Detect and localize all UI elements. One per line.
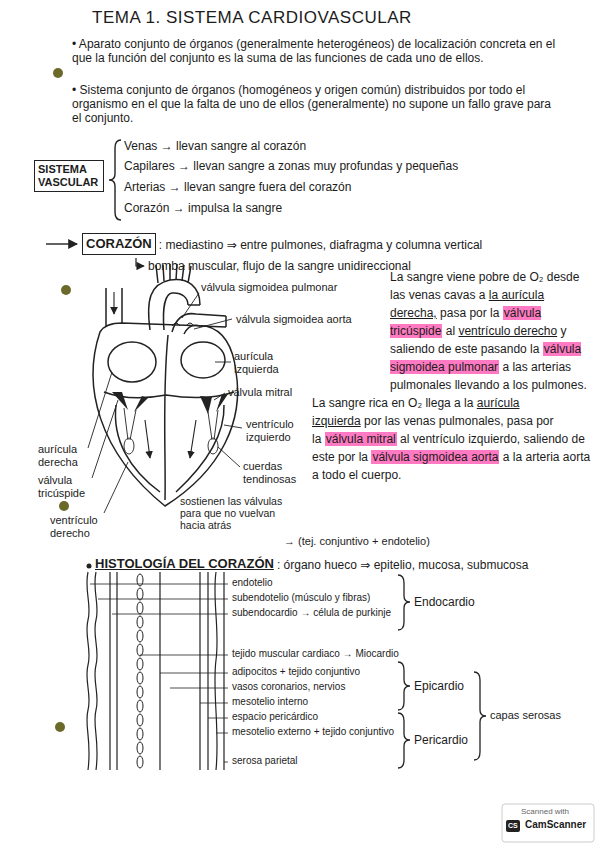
layer-label: adipocitos + tejido conjuntivo bbox=[232, 666, 397, 678]
brace bbox=[398, 575, 486, 768]
highlighted-text: válvula sigmoidea aorta bbox=[371, 450, 499, 464]
boxed-term: SISTEMA VASCULAR bbox=[34, 160, 104, 192]
paragraph-segment: al bbox=[446, 324, 455, 338]
part-label: sostienen las válvulas para que no vuelv… bbox=[180, 495, 288, 531]
layer-label: serosa parietal bbox=[232, 755, 397, 767]
layer-label: vasos coronarios, nervios bbox=[232, 681, 397, 693]
heart-drawing bbox=[93, 264, 237, 506]
part-label: válvula sigmoidea aorta bbox=[236, 313, 352, 326]
list-item: Capilares → llevan sangre a zonas muy pr… bbox=[124, 159, 458, 173]
layer-label: mesotelio externo + tejido conjuntivo bbox=[232, 726, 397, 738]
paragraph-segment: La sangre viene pobre de O₂ desde las ve… bbox=[390, 270, 579, 302]
paragraph: La sangre viene pobre de O₂ desde las ve… bbox=[312, 268, 592, 484]
watermark-frame bbox=[502, 804, 594, 842]
part-label: ventrículo izquierdo bbox=[246, 418, 304, 444]
part-label: válvula sigmoidea pulmonar bbox=[201, 281, 337, 294]
arrow bbox=[46, 243, 77, 244]
arrow bbox=[136, 258, 144, 266]
note-text: : mediastino ⇒ entre pulmones, diafragma… bbox=[159, 238, 483, 252]
wrap-spacer bbox=[312, 268, 390, 394]
definition-text: • Aparato conjunto de órganos (generalme… bbox=[72, 37, 562, 65]
layer-label: subendocardio → célula de purkinje bbox=[232, 607, 397, 619]
page-title: TEMA 1. SISTEMA CARDIOVASCULAR bbox=[92, 8, 412, 28]
layer-label: subendotelio (músculo y fibras) bbox=[232, 592, 397, 604]
watermark-text: Scanned with bbox=[521, 807, 569, 817]
bullet bbox=[87, 564, 92, 569]
note-text: bomba muscular, flujo de la sangre unidi… bbox=[148, 259, 411, 273]
part-label: ventrículo derecho bbox=[50, 514, 108, 540]
cell-ovals bbox=[137, 574, 143, 768]
definition-text: • Sistema conjunto de órganos (homogéneo… bbox=[72, 83, 562, 125]
leader-line bbox=[90, 584, 228, 762]
paragraph-segment: pasa por la bbox=[440, 306, 499, 320]
part-label: cuerdas tendinosas bbox=[243, 460, 303, 486]
layer-label: endotelio bbox=[232, 577, 273, 589]
box-text: CORAZÓN bbox=[86, 236, 152, 252]
note-text: : órgano hueco ⇒ epitelio, mucosa, submu… bbox=[277, 558, 529, 572]
layer-label: espacio pericárdico bbox=[232, 711, 397, 723]
part-label: válvula mitral bbox=[228, 386, 308, 399]
section-heading: HISTOLOGÍA DEL CORAZÓN bbox=[95, 556, 274, 572]
layer-group-label: Pericardio bbox=[414, 733, 468, 747]
boxed-term: CORAZÓN bbox=[82, 233, 156, 255]
paragraph-segment: ventrículo derecho bbox=[458, 324, 557, 338]
part-label: → (tej. conjuntivo + endotelio) bbox=[284, 535, 430, 548]
layer-group-label: capas serosas bbox=[490, 709, 561, 722]
brace bbox=[109, 140, 121, 220]
list-item: Arterias → llevan sangre fuera del coraz… bbox=[124, 180, 351, 194]
chordae bbox=[124, 408, 218, 454]
highlighted-text: válvula mitral bbox=[325, 432, 397, 446]
watermark-icon: CS bbox=[506, 820, 520, 832]
layer-label: mesotelio interno bbox=[232, 696, 397, 708]
part-label: válvula tricúspide bbox=[38, 474, 94, 500]
part-label: aurícula derecha bbox=[38, 443, 86, 469]
watermark-text: CamScanner bbox=[525, 819, 586, 831]
box-text: SISTEMA VASCULAR bbox=[38, 163, 100, 189]
flow-arrow bbox=[114, 292, 196, 458]
list-item: Corazón → impulsa la sangre bbox=[124, 201, 282, 215]
list-item: Venas → llevan sangre al corazón bbox=[124, 139, 306, 153]
tissue-layers bbox=[87, 572, 224, 770]
layer-group-label: Endocardio bbox=[414, 595, 475, 609]
valve bbox=[112, 392, 228, 414]
part-label: aurícula izquierda bbox=[234, 350, 296, 376]
layer-group-label: Epicardio bbox=[414, 679, 464, 693]
leader-line bbox=[88, 293, 242, 513]
layer-label: tejido muscular cardiaco → Miocardio bbox=[232, 648, 422, 660]
